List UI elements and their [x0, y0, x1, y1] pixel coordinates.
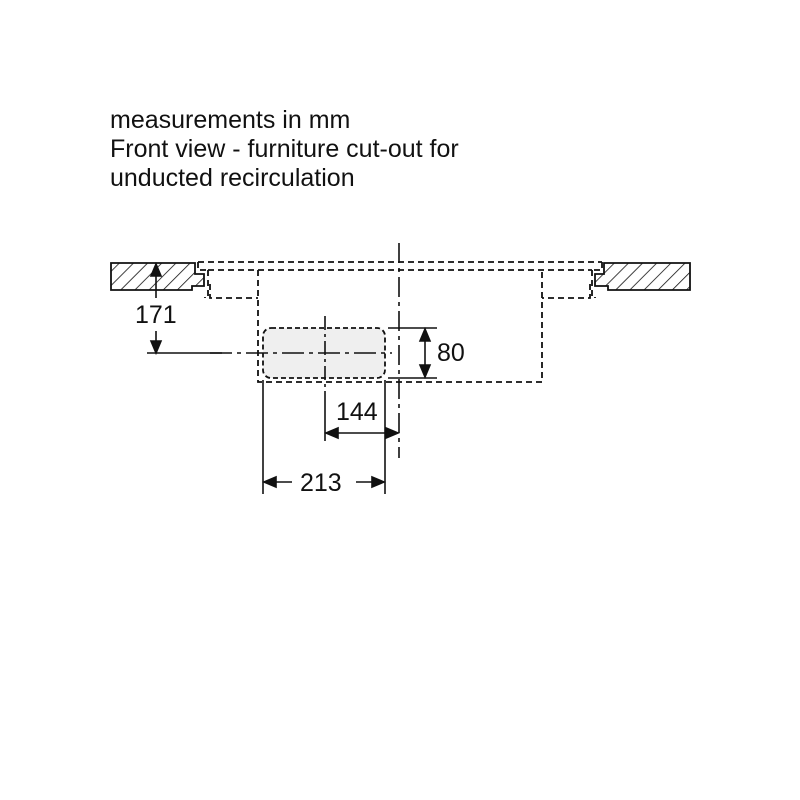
- dimension-171: [147, 261, 222, 356]
- diagram-caption: measurements in mm Front view - furnitur…: [110, 106, 459, 193]
- caption-units: measurements in mm: [110, 106, 351, 134]
- appliance-outline: [197, 261, 603, 383]
- dimension-213-label: 213: [300, 469, 342, 497]
- caption-subtitle: unducted recirculation: [110, 164, 355, 192]
- right-worktop-section: [594, 262, 691, 291]
- dimension-80-label: 80: [437, 339, 465, 367]
- dimension-80: [388, 326, 437, 380]
- dimension-144-label: 144: [336, 398, 378, 426]
- dimension-171-label: 171: [135, 301, 177, 329]
- dimension-213: [261, 380, 387, 494]
- caption-title: Front view - furniture cut-out for: [110, 135, 459, 163]
